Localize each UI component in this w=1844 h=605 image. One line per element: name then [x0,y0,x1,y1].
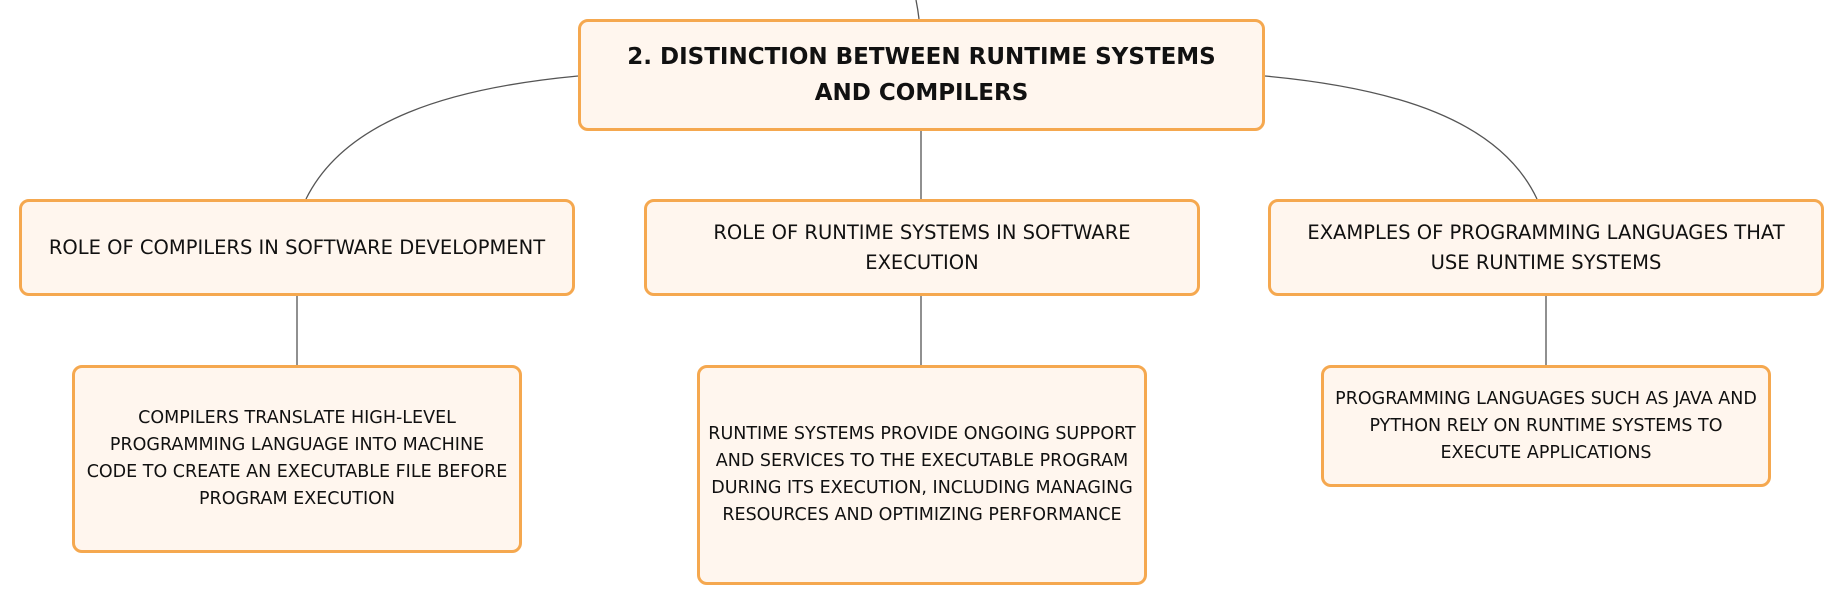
root-topic-label: 2. DISTINCTION BETWEEN RUNTIME SYSTEMS A… [627,44,1216,106]
branch-label-runtime-role: ROLE OF RUNTIME SYSTEMS IN SOFTWARE EXEC… [713,220,1131,274]
branch-label-compilers-role: ROLE OF COMPILERS IN SOFTWARE DEVELOPMEN… [48,235,546,259]
connector-parent-to-root [915,0,920,20]
branch-node-compilers-role[interactable]: ROLE OF COMPILERS IN SOFTWARE DEVELOPMEN… [19,199,575,296]
connector-root-to-compilers [305,75,579,200]
root-topic-node[interactable]: 2. DISTINCTION BETWEEN RUNTIME SYSTEMS A… [578,19,1265,131]
branch-node-language-examples[interactable]: EXAMPLES OF PROGRAMMING LANGUAGES THAT U… [1268,199,1824,296]
branch-node-runtime-role[interactable]: ROLE OF RUNTIME SYSTEMS IN SOFTWARE EXEC… [644,199,1200,296]
detail-node-compilers[interactable]: COMPILERS TRANSLATE HIGH-LEVEL PROGRAMMI… [72,365,522,553]
detail-text-runtime: RUNTIME SYSTEMS PROVIDE ONGOING SUPPORT … [708,424,1136,525]
detail-node-runtime[interactable]: RUNTIME SYSTEMS PROVIDE ONGOING SUPPORT … [697,365,1147,585]
detail-text-compilers: COMPILERS TRANSLATE HIGH-LEVEL PROGRAMMI… [86,408,508,509]
branch-label-language-examples: EXAMPLES OF PROGRAMMING LANGUAGES THAT U… [1307,220,1785,274]
connector-root-to-examples [1264,75,1538,200]
detail-text-language-examples: PROGRAMMING LANGUAGES SUCH AS JAVA AND P… [1335,388,1757,463]
detail-node-language-examples[interactable]: PROGRAMMING LANGUAGES SUCH AS JAVA AND P… [1321,365,1771,487]
